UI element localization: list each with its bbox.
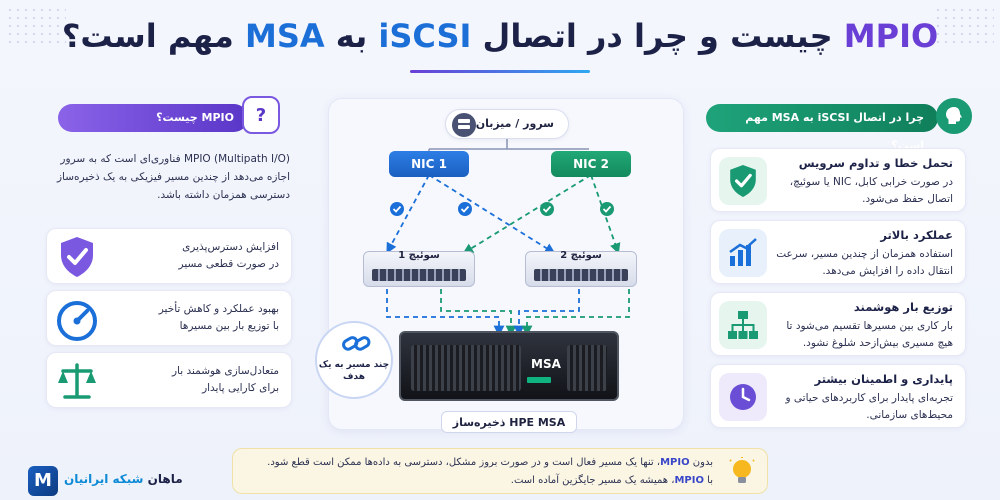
- note-mpio: MPIO: [674, 475, 704, 486]
- decor-dots-left: [6, 6, 66, 46]
- left-card-title: متعادل‌سازی هوشمند بار: [171, 365, 279, 377]
- right-card-reliability: پایداری و اطمینان بیشتر تجربه‌ای پایدار …: [710, 364, 966, 428]
- left-card-balance: متعادل‌سازی هوشمند بار برای کارایی پایدا…: [46, 352, 292, 408]
- hpe-logo-icon: [527, 377, 551, 383]
- note-mpio: MPIO: [660, 457, 690, 468]
- bottom-note: بدون MPIO، تنها یک مسیر فعال است و در صو…: [232, 448, 768, 494]
- right-card-title: تحمل خطا و تداوم سرویس: [798, 156, 953, 170]
- title-text-1: چیست و چرا در اتصال: [471, 17, 844, 55]
- right-card-text: بار کاری بین مسیرها تقسیم می‌شود تا هیچ …: [786, 320, 953, 349]
- question-mark: ?: [255, 104, 267, 126]
- logo-mark: M: [28, 466, 58, 496]
- speedometer-icon: [53, 295, 101, 343]
- left-card-title: افزایش دسترس‌پذیری: [182, 241, 279, 253]
- server-host: سرور / میزبان: [445, 109, 569, 139]
- right-card-fault-tolerance: تحمل خطا و تداوم سرویس در صورت خرابی کاب…: [710, 148, 966, 212]
- right-card-title: عملکرد بالاتر: [880, 228, 953, 242]
- storage-vents: [411, 345, 521, 391]
- title-text-3: مهم است؟: [61, 17, 245, 55]
- left-card-text: با توزیع بار بین مسیرها: [179, 320, 279, 332]
- left-card-text: در صورت قطعی مسیر: [178, 258, 279, 270]
- right-card-text: استفاده همزمان از چندین مسیر، سرعت انتقا…: [776, 248, 953, 277]
- nic-2: NIC 2: [551, 151, 631, 177]
- server-label: سرور / میزبان: [475, 117, 554, 130]
- right-panel: چرا در اتصال iSCSI به MSA مهم است؟ تحمل …: [700, 98, 972, 438]
- network-diagram: سرور / میزبان NIC 1 NIC 2 سوئیچ 1 سوئیچ …: [315, 98, 684, 433]
- bar-chart-icon: [719, 229, 767, 277]
- bottom-note-text: بدون MPIO، تنها یک مسیر فعال است و در صو…: [253, 454, 713, 490]
- title-underline: [410, 70, 590, 73]
- check-icon: [600, 202, 614, 216]
- shield-check-icon: [53, 233, 101, 281]
- left-panel: MPIO چیست؟ ? MPIO (Multipath I/O) فناوری…: [32, 96, 296, 428]
- mpio-what-pill: MPIO چیست؟: [58, 104, 248, 132]
- link-icon: [342, 336, 371, 351]
- switch-1: سوئیچ 1: [363, 250, 475, 287]
- storage-brand: MSA: [531, 357, 561, 371]
- why-important-pill-label: چرا در اتصال iSCSI به MSA مهم است؟: [745, 111, 924, 152]
- right-card-performance: عملکرد بالاتر استفاده همزمان از چندین مس…: [710, 220, 966, 284]
- right-card-title: پایداری و اطمینان بیشتر: [814, 372, 953, 386]
- right-card-load-balancing: توزیع بار هوشمند بار کاری بین مسیرها تقس…: [710, 292, 966, 356]
- title-iscsi: iSCSI: [378, 17, 472, 55]
- server-icon: [452, 113, 476, 137]
- hierarchy-icon: [719, 301, 767, 349]
- shield-check-icon: [719, 157, 767, 205]
- check-icon: [390, 202, 404, 216]
- multipath-target-label: چند مسیر به یک هدف: [318, 360, 390, 382]
- logo-name-b: شبکه ایرانیان: [64, 472, 144, 486]
- switch-ports: [534, 269, 628, 281]
- left-card-performance: بهبود عملکرد و کاهش تأخیر با توزیع بار ب…: [46, 290, 292, 346]
- switch-ports: [372, 269, 466, 281]
- right-card-text: تجربه‌ای پایدار برای کاربردهای حیاتی و م…: [785, 392, 953, 421]
- diagram-lines: [386, 139, 630, 337]
- left-card-title: بهبود عملکرد و کاهش تأخیر: [158, 303, 279, 315]
- title-text-2: به: [324, 17, 379, 55]
- nic-1: NIC 1: [389, 151, 469, 177]
- left-card-text: برای کارایی پایدار: [202, 382, 279, 394]
- decor-dots-right: [934, 6, 994, 46]
- page-title: MPIO چیست و چرا در اتصال iSCSI به MSA مه…: [0, 8, 1000, 64]
- lightbulb-icon: [727, 456, 757, 487]
- note-text: با: [703, 475, 713, 486]
- question-icon: ?: [242, 96, 280, 134]
- storage-label: HPE MSA ذخیره‌ساز: [441, 411, 577, 433]
- check-icon: [458, 202, 472, 216]
- logo-name-a: ماهان: [143, 472, 183, 486]
- mpio-what-pill-label: MPIO چیست؟: [156, 111, 234, 124]
- title-mpio: MPIO: [843, 17, 939, 55]
- check-icon: [540, 202, 554, 216]
- multipath-target-badge: چند مسیر به یک هدف: [315, 321, 393, 399]
- hpe-msa-storage: MSA: [399, 331, 619, 401]
- right-card-title: توزیع بار هوشمند: [853, 300, 953, 314]
- scale-icon: [53, 357, 101, 405]
- title-msa: MSA: [245, 17, 325, 55]
- note-text: بدون: [689, 457, 713, 468]
- note-text: ، تنها یک مسیر فعال است و در صورت بروز م…: [267, 457, 661, 468]
- storage-vents: [567, 345, 607, 391]
- right-card-text: در صورت خرابی کابل، NIC یا سوئیچ، اتصال …: [789, 176, 953, 205]
- why-important-pill: چرا در اتصال iSCSI به MSA مهم است؟: [706, 104, 938, 152]
- idea-head-icon: [936, 98, 972, 134]
- clock-icon: [719, 373, 767, 421]
- left-card-availability: افزایش دسترس‌پذیری در صورت قطعی مسیر: [46, 228, 292, 284]
- mpio-intro-text: MPIO (Multipath I/O) فناوری‌ای است که به…: [56, 153, 290, 201]
- switch-1-label: سوئیچ 1: [398, 250, 440, 261]
- note-text: ، همیشه یک مسیر جایگزین آماده است.: [510, 475, 675, 486]
- switch-2-label: سوئیچ 2: [560, 250, 602, 261]
- switch-2: سوئیچ 2: [525, 250, 637, 287]
- logo-name: ماهان شبکه ایرانیان: [64, 472, 183, 486]
